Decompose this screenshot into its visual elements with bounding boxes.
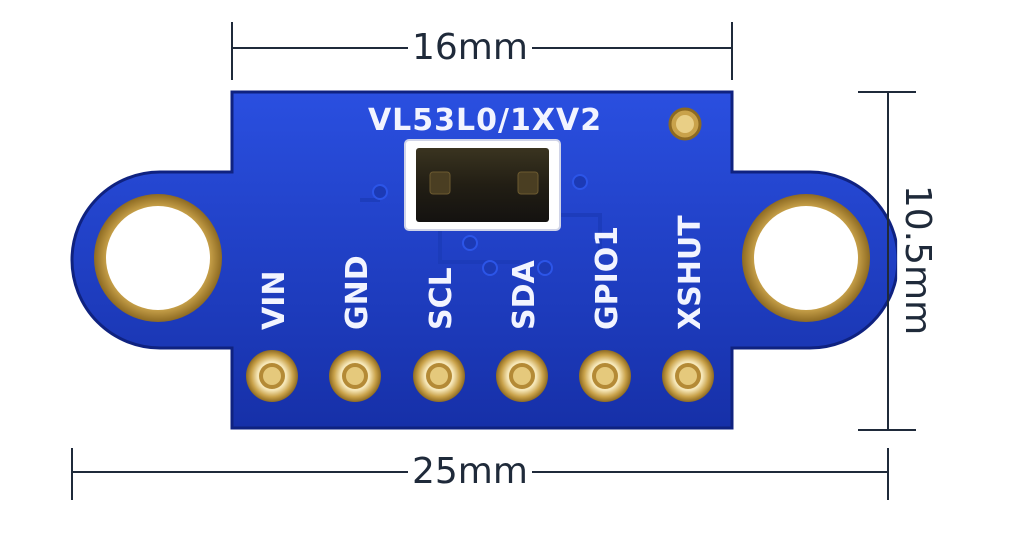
- dimension-height: 10.5mm: [897, 180, 938, 340]
- test-pad: [668, 107, 702, 141]
- mounting-hole-right: [742, 194, 870, 322]
- sensor-chip: [404, 139, 561, 231]
- dimension-top-width: 16mm: [408, 28, 532, 68]
- pin-label-xshut: XSHUT: [673, 215, 708, 330]
- pin-label-scl: SCL: [424, 267, 459, 330]
- model-label: VL53L0/1XV2: [368, 103, 602, 138]
- pin-label-sda: SDA: [507, 259, 542, 330]
- mounting-hole-left: [94, 194, 222, 322]
- pcb-board: [70, 90, 900, 430]
- pin-pads: [246, 350, 714, 402]
- pin-label-gnd: GND: [340, 255, 375, 330]
- pin-label-gpio1: GPIO1: [590, 226, 625, 330]
- pin-label-vin: VIN: [257, 271, 292, 331]
- dimension-bottom-width: 25mm: [408, 452, 532, 492]
